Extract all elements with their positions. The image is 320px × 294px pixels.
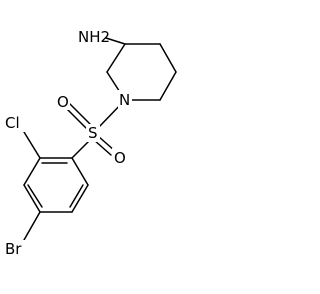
atom-label-br: Br <box>5 240 22 258</box>
bond-aromatic-inner-3 <box>69 184 84 208</box>
label-bg-o-top <box>56 92 70 110</box>
atom-label-o-bottom: O <box>114 149 126 167</box>
bond-c4-c5 <box>159 43 177 73</box>
bond-aromatic-inner-2 <box>27 184 43 208</box>
benzene-ring <box>23 131 89 241</box>
atom-label-nh2: NH2 <box>78 28 110 46</box>
bond-s-c1 <box>71 139 91 159</box>
molecule-diagram: NH2 N S O O Cl Br <box>4 28 177 258</box>
bond-c4-br <box>23 211 41 241</box>
bond-s-o-bottom-b <box>93 139 112 156</box>
label-bg-n <box>118 90 132 108</box>
bond-c5-c6 <box>71 184 89 213</box>
bond-c3-nh2 <box>105 37 126 45</box>
atom-label-n: N <box>119 91 130 109</box>
atom-label-s: S <box>88 124 98 142</box>
label-bg-br <box>4 240 26 258</box>
atom-label-o-top: O <box>57 93 69 111</box>
bond-c5-c6 <box>159 71 177 101</box>
label-bg-cl <box>4 114 26 132</box>
label-bg-nh2 <box>78 28 105 46</box>
bond-c6-c1 <box>71 157 89 186</box>
label-bg-s <box>86 124 100 142</box>
piperidine-ring <box>105 37 177 101</box>
bond-s-o-top-b <box>65 107 87 129</box>
bond-c2-c3 <box>23 157 41 186</box>
bond-c2-c3 <box>106 43 126 73</box>
bond-c2-cl <box>23 131 41 159</box>
atom-labels: NH2 N S O O Cl Br <box>4 28 132 258</box>
bond-s-o-top-a <box>69 103 91 125</box>
bond-c3-c4 <box>23 184 41 213</box>
label-bg-o-bottom <box>112 148 126 166</box>
atom-label-cl: Cl <box>5 114 20 132</box>
